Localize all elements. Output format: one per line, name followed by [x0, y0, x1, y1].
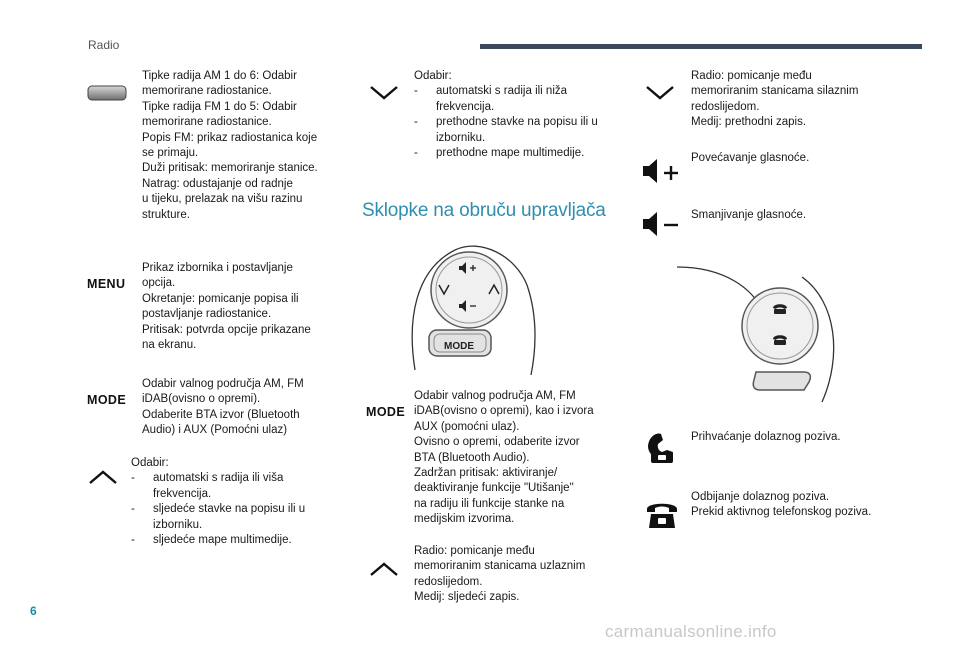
page-number: 6	[30, 604, 37, 618]
phone-hangup-description: Odbijanje dolaznog poziva. Prekid aktivn…	[691, 491, 872, 519]
watermark: carmanualsonline.info	[605, 622, 777, 641]
wheel-mode-label-2: MODE	[366, 405, 406, 419]
wheel-chevron-down-icon	[645, 85, 675, 101]
wheel-chevron-up-icon	[369, 561, 399, 577]
preset-button-icon	[87, 85, 127, 101]
volume-up-icon	[641, 156, 681, 186]
volume-down-description: Smanjivanje glasnoće.	[691, 209, 807, 221]
section-title: Sklopke na obruču upravljača	[362, 200, 606, 221]
wheel-mode-label: MODE	[444, 341, 474, 352]
phone-hangup-icon	[645, 500, 679, 530]
down-description: Odabir: automatski s radija ili niža fre…	[414, 69, 609, 162]
up-description: Odabir: automatski s radija ili viša fre…	[131, 456, 321, 549]
chevron-down-icon	[369, 85, 399, 101]
steering-wheel-right-controls	[672, 262, 852, 412]
wheel-up-description: Radio: pomicanje među memoriranim stanic…	[414, 545, 586, 604]
wheel-mode-description: Odabir valnog područja AM, FM iDAB(ovisn…	[414, 390, 594, 526]
menu-label: MENU	[87, 277, 126, 291]
header-section-title: Radio	[88, 38, 120, 52]
wheel-down-description: Radio: pomicanje među memoriranim stanic…	[691, 70, 859, 129]
steering-wheel-left-controls	[405, 240, 565, 380]
volume-up-description: Povećavanje glasnoće.	[691, 152, 810, 164]
header-bar	[480, 44, 922, 49]
menu-description: Prikaz izbornika i postavljanje opcija. …	[142, 262, 311, 352]
volume-down-icon	[641, 209, 681, 239]
phone-answer-icon	[645, 430, 679, 464]
mode-label: MODE	[87, 393, 127, 407]
chevron-up-icon	[88, 469, 118, 485]
preset-description: Tipke radija AM 1 do 6: Odabir memoriran…	[142, 70, 318, 221]
phone-answer-description: Prihvaćanje dolaznog poziva.	[691, 431, 841, 443]
mode-description: Odabir valnog područja AM, FM iDAB(ovisn…	[142, 378, 304, 437]
